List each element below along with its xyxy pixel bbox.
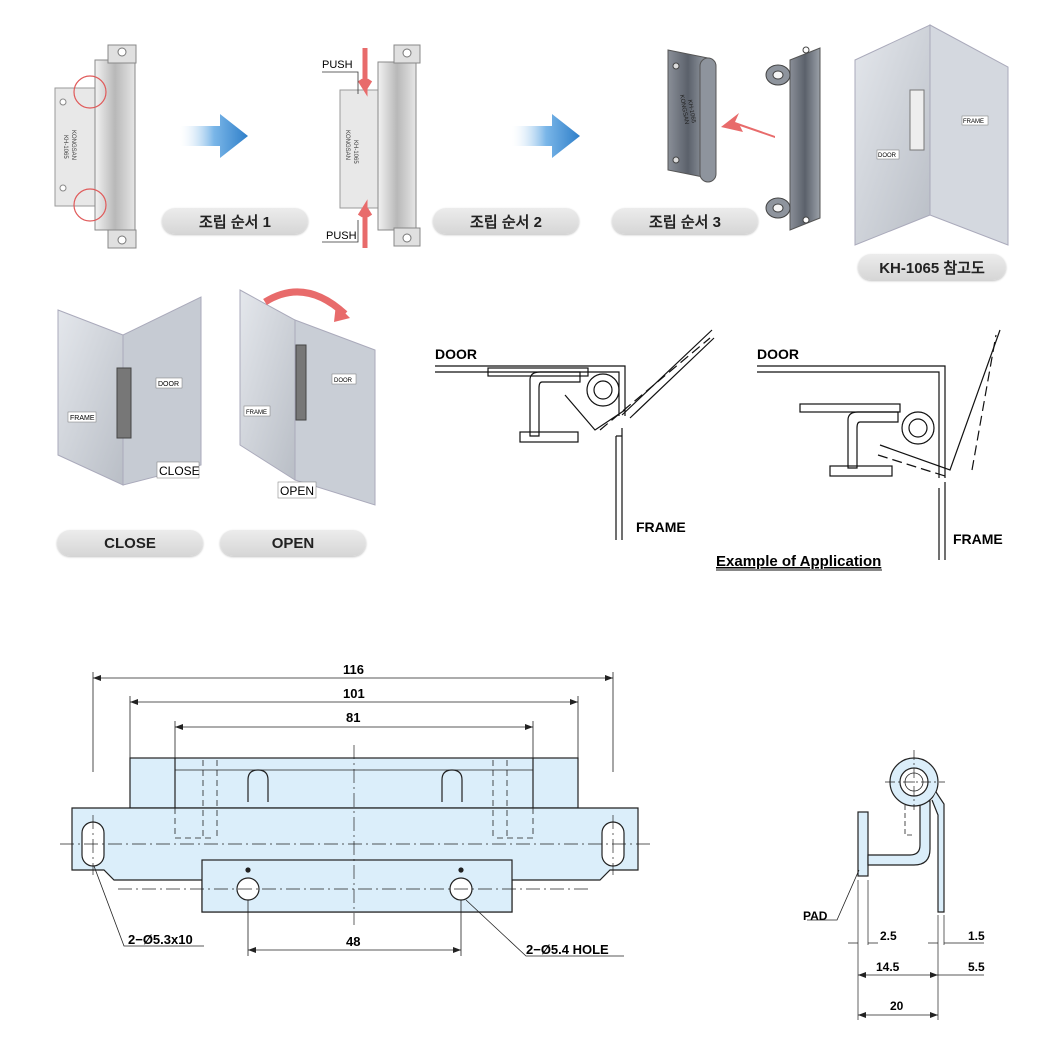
reference-caption: KH-1065 참고도 bbox=[858, 254, 1006, 280]
open-frame-label: FRAME bbox=[246, 410, 267, 416]
dim-overall-label: 116 bbox=[343, 662, 364, 677]
step2-caption: 조립 순서 2 bbox=[433, 208, 579, 234]
app-door-label-right: DOOR bbox=[757, 346, 799, 362]
side-dim-c: 14.5 bbox=[876, 960, 900, 974]
part-marking-2: KONGSAN bbox=[344, 130, 350, 160]
red-arrow-icon bbox=[721, 113, 775, 138]
close-door-label: DOOR bbox=[158, 381, 179, 388]
application-diagram-open bbox=[757, 329, 1001, 560]
blue-arrow-icon bbox=[180, 114, 248, 158]
part-number-1: KH-1065 bbox=[62, 135, 68, 159]
side-dim-b: 1.5 bbox=[968, 929, 985, 943]
dim-body-label: 81 bbox=[346, 710, 360, 725]
reference-assembly-render: DOOR FRAME bbox=[854, 24, 1009, 246]
open-caption: OPEN bbox=[220, 530, 366, 556]
pad-label: PAD bbox=[803, 909, 828, 923]
ref-frame-label: FRAME bbox=[963, 119, 984, 125]
app-frame-label-left: FRAME bbox=[636, 519, 686, 535]
push-label-top: PUSH bbox=[322, 59, 353, 71]
slot-callout-label: 2−Ø5.3x10 bbox=[128, 932, 193, 947]
step3-exploded-render: KONGSAN KH-1065 bbox=[667, 46, 821, 231]
step1-hinge-render: KONGSAN KH-1065 bbox=[54, 44, 137, 249]
dim-bottom-holes-label: 48 bbox=[346, 934, 360, 949]
side-dim-a: 2.5 bbox=[880, 929, 897, 943]
front-view-drawing bbox=[60, 672, 650, 957]
application-diagram-closed bbox=[435, 329, 715, 540]
ref-door-label: DOOR bbox=[878, 153, 897, 159]
side-dim-d: 5.5 bbox=[968, 960, 985, 974]
step3-caption: 조립 순서 3 bbox=[612, 208, 758, 234]
open-door-label: DOOR bbox=[334, 378, 353, 384]
open-render: DOOR FRAME OPEN bbox=[239, 288, 376, 506]
app-door-label-left: DOOR bbox=[435, 346, 477, 362]
step2-hinge-render: KONGSAN KH-1065 bbox=[322, 44, 421, 248]
blue-arrow-icon bbox=[512, 114, 580, 158]
part-marking-3: KONGSAN bbox=[678, 94, 689, 125]
application-caption: Example of Application bbox=[716, 553, 881, 570]
part-marking-1: KONGSAN bbox=[70, 130, 76, 160]
open-state-label: OPEN bbox=[280, 484, 314, 498]
close-render: DOOR FRAME CLOSE bbox=[57, 296, 202, 486]
close-state-label: CLOSE bbox=[159, 464, 200, 478]
hole-callout-label: 2−Ø5.4 HOLE bbox=[526, 942, 609, 957]
step1-caption: 조립 순서 1 bbox=[162, 208, 308, 234]
side-dim-e: 20 bbox=[890, 999, 904, 1013]
dim-holes-label: 101 bbox=[343, 686, 365, 701]
push-label-bottom: PUSH bbox=[326, 230, 357, 242]
app-frame-label-right: FRAME bbox=[953, 531, 1003, 547]
part-number-2: KH-1065 bbox=[352, 140, 358, 164]
side-view-drawing bbox=[807, 750, 984, 1020]
close-frame-label: FRAME bbox=[70, 415, 95, 422]
close-caption: CLOSE bbox=[57, 530, 203, 556]
part-number-3: KH-1065 bbox=[686, 99, 696, 124]
